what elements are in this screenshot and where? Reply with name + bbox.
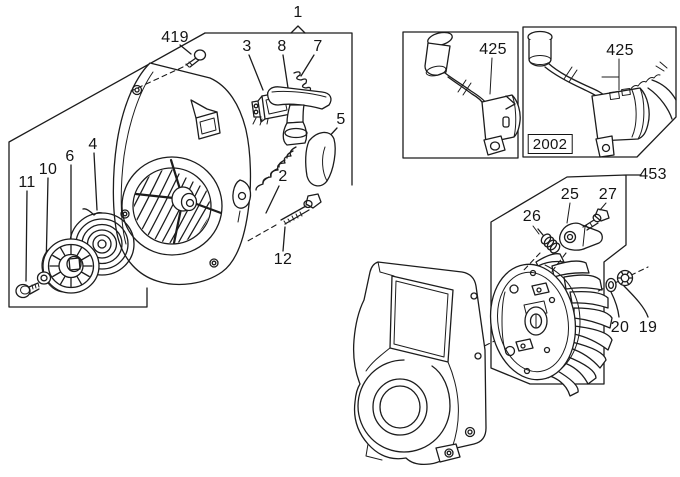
starter-rope-drawing [255,146,297,191]
part-label-4: 4 [88,136,98,153]
part-label-7: 7 [313,38,323,55]
starter-handle-8-drawing [266,86,332,146]
part-label-8: 8 [277,38,287,55]
part-label-425a: 425 [479,41,507,58]
part-label-20: 20 [610,319,630,336]
part-label-27: 27 [598,186,618,203]
mounting-screw-2-12-drawing [245,193,322,243]
part-label-11: 11 [18,174,36,191]
fan-housing-drawing [352,261,487,466]
pawl-spring-26-drawing [537,228,561,254]
pawl-kit-drawing [521,202,610,275]
starter-housing-drawing [112,62,252,286]
air-deflector-5-drawing [305,131,336,187]
part-label-453: 453 [639,166,667,183]
rope-retainer-7-drawing [293,71,312,92]
part-label-3: 3 [242,38,252,55]
flywheel-washer-20-drawing [605,277,617,293]
part-label-19: 19 [638,319,658,336]
part-label-425b: 425 [606,42,634,59]
ignition-box-a [402,31,521,159]
housing-screw-419-drawing [130,49,207,92]
part-label-1: 1 [293,4,303,21]
part-label-5: 5 [336,111,346,128]
flywheel-nut-19-drawing [616,269,634,287]
starter-pawl-25-drawing [559,222,603,251]
part-label-2: 2 [278,168,288,185]
rotor-screw-11-drawing [15,282,40,299]
part-label-419: 419 [161,29,189,46]
part-label-10: 10 [38,161,58,178]
part-label-6: 6 [65,148,75,165]
part-label-12: 12 [273,251,293,268]
pawl-screw-27-drawing [582,208,610,231]
flywheel-drawing [489,253,613,397]
year-tag-2002: 2002 [527,134,573,154]
part-label-25: 25 [560,186,580,203]
ignition-box-b-2002 [522,26,677,158]
part-label-26: 26 [522,208,542,225]
washer-nut-leaders [610,285,649,318]
rope-rotor-6-drawing [41,238,100,294]
rotor-washer-10-drawing [36,271,52,285]
